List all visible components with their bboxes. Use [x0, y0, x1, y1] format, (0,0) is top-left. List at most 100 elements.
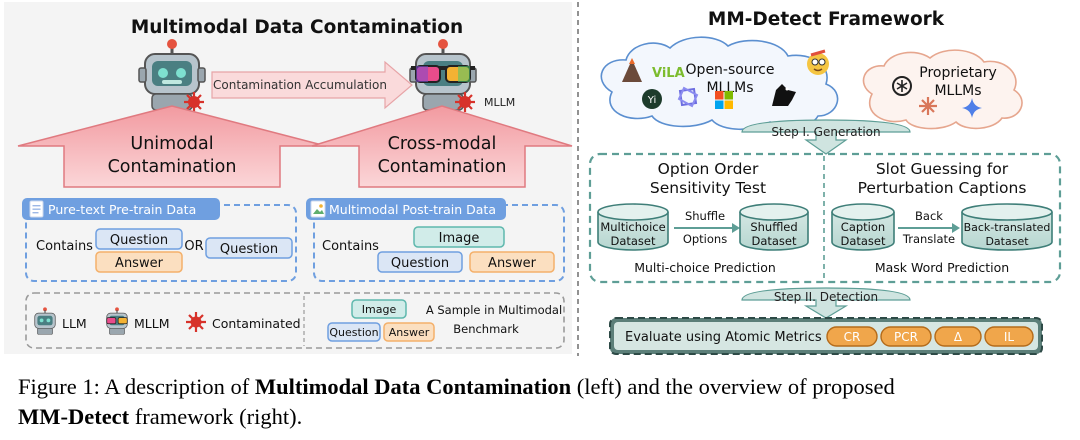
multimodal-box — [313, 204, 565, 282]
pure-or: OR — [184, 239, 203, 254]
evaluate-inner — [614, 322, 1038, 350]
crossmodal-line1: Cross-modal — [388, 134, 497, 154]
metric-cr: CR — [844, 330, 861, 344]
document-icon — [29, 200, 44, 218]
proprietary-cloud — [862, 49, 1023, 130]
proprietary-line1: Proprietary — [919, 65, 996, 81]
legend-box — [25, 292, 565, 349]
mm-image: Image — [439, 231, 480, 246]
pure-answer: Answer — [115, 256, 164, 271]
legend-llm: LLM — [62, 316, 87, 331]
caption-middle: (left) and the overview of proposed — [571, 374, 895, 399]
multichoice-line2: Dataset — [610, 234, 656, 248]
openai-logo-icon — [892, 76, 912, 96]
option-title-line1: Option Order — [658, 160, 759, 178]
metric-delta: Δ — [954, 330, 963, 344]
gemini-logo-icon — [962, 98, 982, 118]
pure-text-box — [25, 204, 297, 282]
microsoft-logo-icon — [715, 91, 733, 109]
step1-connector — [741, 119, 911, 155]
legend-answer-box — [383, 322, 435, 342]
pure-question-a: Question — [110, 233, 168, 248]
legend-question-box — [327, 322, 381, 342]
shuffle-line1: Shuffle — [685, 209, 725, 223]
metric-il: IL — [1004, 330, 1015, 344]
generation-box — [588, 152, 1062, 284]
mllm-tag: MLLM — [484, 96, 515, 109]
mm-answer: Answer — [488, 256, 537, 271]
multimodal-contains: Contains — [322, 239, 379, 254]
proprietary-line2: MLLMs — [934, 83, 981, 99]
mllm-robot-icon — [409, 39, 477, 112]
right-title: MM-Detect Framework — [708, 9, 945, 30]
multimodal-header — [306, 198, 506, 220]
caption-bold2: MM-Detect — [18, 404, 130, 429]
unimodal-arrow — [17, 105, 327, 188]
unimodal-line1: Unimodal — [130, 134, 213, 154]
step1-label: Step I. Generation — [771, 125, 880, 139]
diagram-canvas: Multimodal Data Contamination Contaminat… — [4, 2, 1062, 356]
metric-pcr: PCR — [894, 330, 918, 344]
back-translated-dataset — [961, 203, 1053, 251]
mm-question: Question — [391, 256, 449, 271]
mm-image-box — [413, 226, 505, 248]
crossmodal-line2: Contamination — [378, 157, 507, 177]
llava-logo-icon — [772, 84, 796, 106]
svg-text:Yi: Yi — [647, 95, 657, 106]
back-line2: Translate — [902, 232, 955, 246]
shuffled-line2: Dataset — [751, 234, 797, 248]
metric-il-pill — [984, 326, 1034, 347]
emoji-logo-icon — [807, 49, 829, 75]
spiral-logo-icon — [677, 86, 699, 108]
legend-image-box — [351, 299, 407, 319]
back-translate-arrow — [898, 223, 960, 233]
step2-connector — [741, 287, 911, 319]
accumulation-label: Contamination Accumulation — [213, 78, 387, 92]
caption-prefix: Figure 1: A description of — [18, 374, 255, 399]
contaminated-icon — [186, 312, 206, 332]
pure-answer-box — [95, 251, 183, 273]
caption-line2: Dataset — [840, 234, 886, 248]
pure-question-box-b — [205, 237, 293, 259]
shuffled-line1: Shuffled — [750, 220, 797, 234]
metric-pcr-pill — [880, 326, 932, 347]
accumulation-arrow — [211, 60, 413, 110]
step2-label: Step II. Detection — [774, 290, 878, 304]
option-title-line2: Sensitivity Test — [650, 179, 766, 197]
legend-mllm-icon — [106, 307, 128, 335]
shuffled-dataset — [739, 203, 809, 251]
claude-logo-icon — [919, 97, 937, 115]
multimodal-title: Multimodal Post-train Data — [329, 202, 496, 217]
multichoice-line1: Multichoice — [600, 220, 665, 234]
legend-contaminated: Contaminated — [212, 316, 301, 331]
option-prediction: Multi-choice Prediction — [634, 260, 776, 275]
pure-question-box — [95, 228, 183, 250]
mm-question-box — [377, 251, 463, 273]
evaluate-label: Evaluate using Atomic Metrics — [625, 330, 822, 345]
metric-cr-pill — [826, 326, 878, 347]
pure-question-b: Question — [220, 242, 278, 257]
crossmodal-arrow — [311, 105, 573, 188]
legend-question: Question — [329, 326, 378, 339]
back-translated-line2: Dataset — [985, 235, 1029, 248]
figure-caption: Figure 1: A description of Multimodal Da… — [18, 372, 1068, 432]
slot-prediction: Mask Word Prediction — [875, 260, 1009, 275]
legend-answer: Answer — [389, 326, 430, 339]
legend-llm-icon — [34, 307, 56, 335]
yi-logo-icon: Yi — [642, 89, 662, 109]
shuffle-arrow — [674, 223, 740, 233]
pure-text-contains: Contains — [36, 239, 93, 254]
slot-title-line1: Slot Guessing for — [876, 160, 1009, 178]
legend-image: Image — [362, 303, 397, 316]
caption-suffix: framework (right). — [129, 404, 303, 429]
legend-sample-line1: A Sample in Multimodal — [426, 303, 562, 317]
back-line1: Back — [915, 209, 943, 223]
caption-bold1: Multimodal Data Contamination — [254, 374, 572, 399]
shuffle-line2: Options — [683, 232, 727, 246]
caption-line1: Caption — [841, 220, 885, 234]
open-source-line1: Open-source — [686, 62, 775, 78]
volcano-logo-icon — [622, 58, 642, 82]
metric-delta-pill — [934, 326, 982, 347]
back-translated-line1: Back-translated — [964, 221, 1051, 234]
